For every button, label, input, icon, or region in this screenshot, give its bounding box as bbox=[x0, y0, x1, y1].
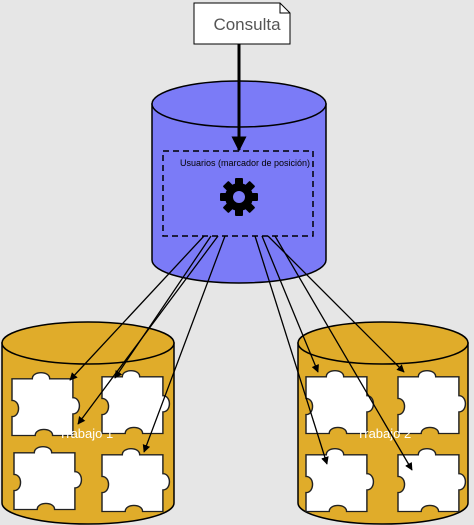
arrow-left-4 bbox=[142, 235, 226, 453]
puzzle-piece-icon bbox=[397, 448, 467, 513]
puzzle-piece-icon bbox=[13, 446, 83, 511]
puzzle-piece-icon bbox=[305, 448, 375, 513]
arrow-right-4 bbox=[274, 235, 413, 471]
node-database-2: Trabajo 2 bbox=[297, 321, 469, 525]
node-label-1: Trabajo 1 bbox=[59, 426, 113, 441]
arrow-left-1 bbox=[69, 235, 205, 381]
node-label-2: Trabajo 2 bbox=[357, 426, 411, 441]
arrow-right-3 bbox=[267, 235, 405, 373]
arrow-left-2 bbox=[114, 235, 212, 379]
puzzle-piece-icon bbox=[101, 448, 171, 513]
arrow-right-1 bbox=[254, 235, 329, 465]
query-label: Consulta bbox=[213, 15, 281, 34]
central-label: Usuarios (marcador de posición) bbox=[180, 158, 310, 168]
gear-icon bbox=[220, 178, 258, 216]
puzzle-piece-icon bbox=[397, 370, 467, 435]
puzzle-piece-icon bbox=[305, 370, 375, 435]
fanout-arrows bbox=[69, 235, 413, 471]
node-database-1: Trabajo 1 bbox=[1, 321, 175, 525]
puzzle-piece-icon bbox=[101, 370, 171, 435]
query-document: Consulta bbox=[193, 2, 291, 45]
arrow-right-2 bbox=[261, 235, 319, 373]
arrow-left-3 bbox=[77, 235, 219, 425]
